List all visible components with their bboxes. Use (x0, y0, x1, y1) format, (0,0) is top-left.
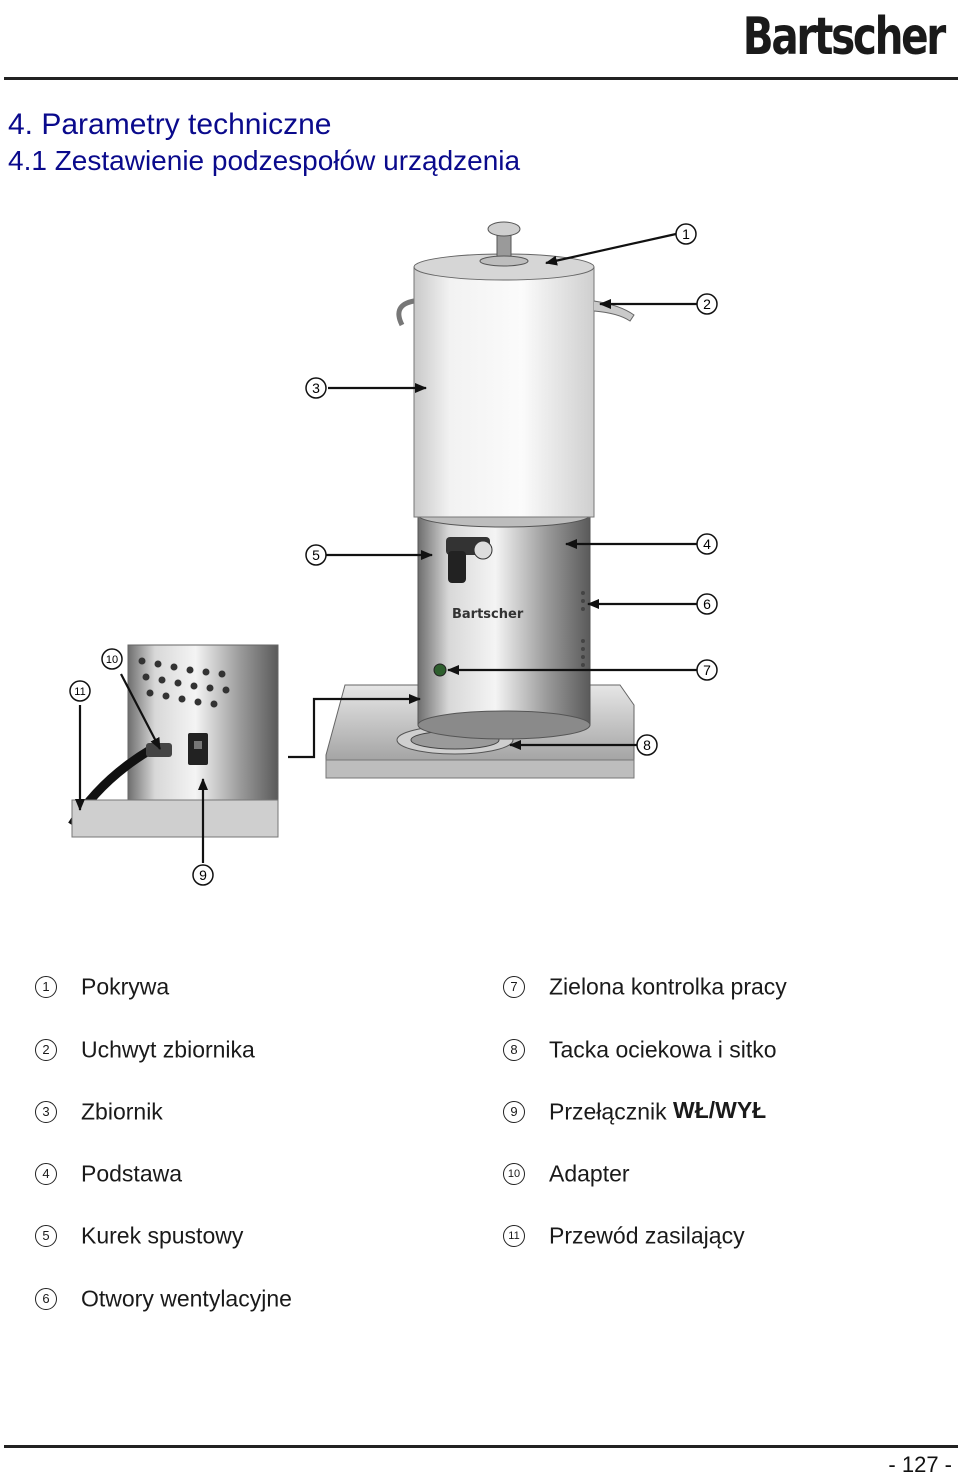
legend-number: 2 (35, 1038, 57, 1061)
svg-text:1: 1 (682, 226, 690, 242)
legend-text-bold: WŁ/WYŁ (672, 1097, 767, 1123)
legend-item-10: 10 Adapter (503, 1159, 630, 1187)
legend-item-7: 7 Zielona kontrolka pracy (503, 972, 787, 1000)
legend-number: 7 (503, 975, 525, 998)
svg-text:3: 3 (312, 380, 320, 396)
svg-text:2: 2 (703, 296, 711, 312)
callout-1: 1 (675, 223, 697, 245)
legend-text: Pokrywa (81, 973, 170, 1000)
legend-text: Uchwyt zbiornika (81, 1036, 255, 1063)
legend-number: 3 (35, 1100, 57, 1123)
header-rule (4, 77, 958, 80)
legend-text: Podstawa (81, 1160, 183, 1187)
device-logo: Bartscher (452, 607, 524, 622)
legend-item-1: 1 Pokrywa (35, 972, 169, 1000)
legend-item-8: 8 Tacka ociekowa i sitko (503, 1035, 777, 1063)
legend-number: 5 (35, 1224, 57, 1247)
legend-text: Kurek spustowy (81, 1222, 244, 1249)
legend-number: 11 (503, 1224, 525, 1247)
stainless-body: Bartscher (417, 502, 591, 740)
component-diagram: Bartscher (68, 221, 718, 886)
callout-11: 11 (69, 680, 91, 702)
legend-text: Otwory wentylacyjne (81, 1285, 292, 1312)
legend-item-5: 5 Kurek spustowy (35, 1221, 243, 1249)
page-number: - 127 - (888, 1452, 952, 1477)
brand-logo: Bartscher (742, 7, 947, 67)
legend-number: 1 (35, 975, 57, 998)
legend-item-11: 11 Przewód zasilający (503, 1221, 745, 1249)
footer-rule (4, 1445, 958, 1448)
callout-8: 8 (636, 734, 658, 756)
legend-text: Adapter (549, 1160, 630, 1187)
callout-arrows (75, 232, 697, 863)
legend-item-3: 3 Zbiornik (35, 1097, 163, 1125)
svg-text:11: 11 (74, 686, 85, 698)
callout-3: 3 (305, 377, 327, 399)
section-subtitle: 4.1 Zestawienie podzespołów urządzenia (8, 145, 521, 176)
legend-text: Przewód zasilający (549, 1222, 745, 1249)
legend-item-4: 4 Podstawa (35, 1159, 182, 1187)
svg-text:4: 4 (703, 536, 711, 552)
lid-knob (479, 221, 529, 267)
callout-9: 9 (192, 864, 214, 886)
legend-number: 4 (35, 1162, 57, 1185)
indicator-lamp (433, 663, 447, 677)
callout-5: 5 (305, 544, 327, 566)
legend-text: Przełącznik (549, 1098, 673, 1125)
legend-number: 6 (35, 1287, 57, 1310)
legend-text: Tacka ociekowa i sitko (549, 1036, 777, 1063)
callout-10: 10 (101, 648, 123, 670)
svg-text:6: 6 (703, 596, 711, 612)
callout-2: 2 (696, 293, 718, 315)
legend-item-9: 9 Przełącznik WŁ/WYŁ (503, 1097, 766, 1125)
legend-item-2: 2 Uchwyt zbiornika (35, 1035, 255, 1063)
drain-tap (446, 537, 493, 583)
glass-container (396, 253, 635, 518)
svg-text:7: 7 (703, 662, 711, 678)
callout-labels: 1 2 3 4 5 6 7 8 9 10 11 (69, 223, 718, 886)
callout-4: 4 (696, 533, 718, 555)
legend-number: 10 (503, 1162, 525, 1185)
legend-number: 9 (503, 1100, 525, 1123)
vent-holes (581, 591, 585, 667)
handle-left (396, 298, 415, 327)
legend-item-6: 6 Otwory wentylacyjne (35, 1284, 292, 1312)
legend-text: Zielona kontrolka pracy (549, 973, 787, 1000)
section-title: 4. Parametry techniczne (8, 108, 332, 141)
svg-text:10: 10 (106, 654, 118, 666)
svg-text:5: 5 (312, 547, 320, 563)
callout-6: 6 (696, 593, 718, 615)
legend-number: 8 (503, 1038, 525, 1061)
callout-7: 7 (696, 659, 718, 681)
svg-text:9: 9 (199, 867, 207, 883)
legend-text: Zbiornik (81, 1098, 163, 1125)
svg-text:8: 8 (643, 737, 651, 753)
inset-photo (68, 644, 280, 838)
